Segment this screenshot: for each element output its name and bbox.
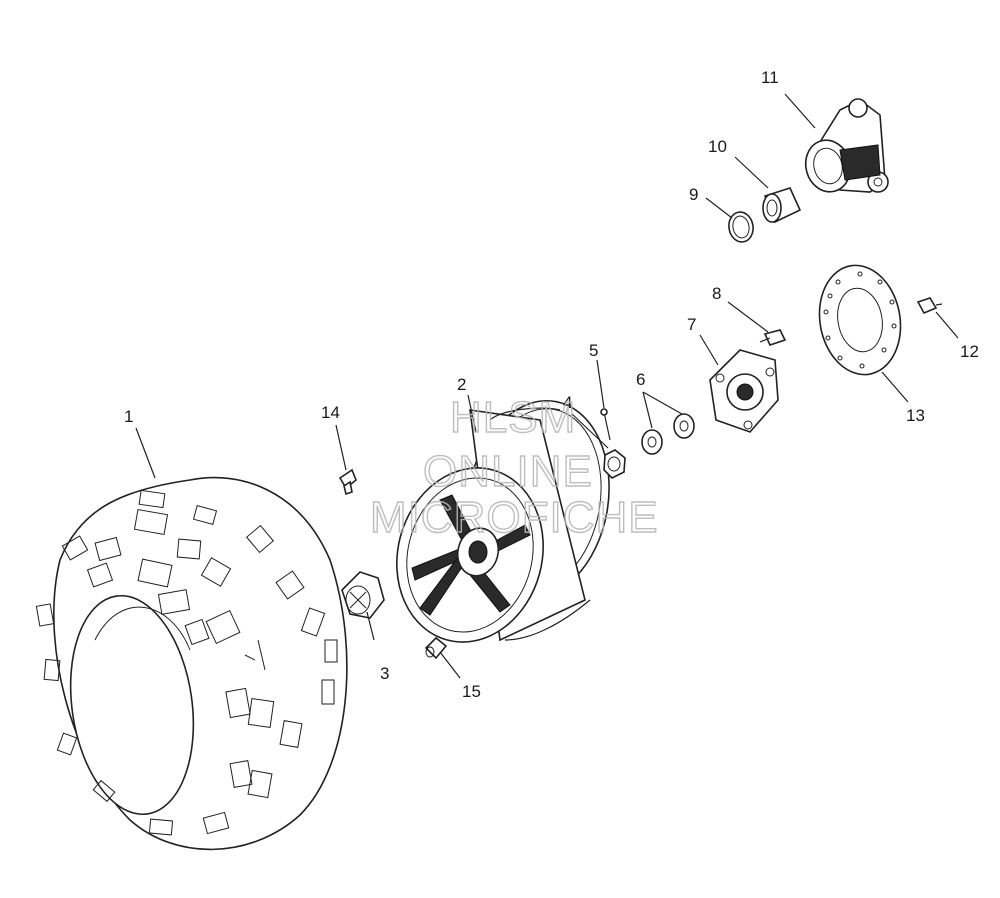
callout-10: 10 <box>708 137 727 156</box>
stud-part <box>424 636 448 660</box>
callout-8: 8 <box>712 284 721 303</box>
knuckle-part <box>804 98 889 193</box>
hub-cap-part <box>341 571 385 619</box>
brake-disc-part <box>818 264 902 376</box>
lug-nut-part <box>603 449 626 479</box>
bolt-upper-part <box>759 329 787 346</box>
callout-4: 4 <box>563 393 572 412</box>
bolt-disc-part <box>916 297 943 315</box>
callout-3: 3 <box>380 664 389 683</box>
callout-6: 6 <box>636 370 645 389</box>
callout-7: 7 <box>687 315 696 334</box>
valve-stem-part <box>338 468 357 496</box>
cotter-pin-part <box>600 408 611 441</box>
retaining-ring-part <box>728 211 754 243</box>
hub-part <box>709 349 779 433</box>
washers-part <box>641 413 695 455</box>
callout-14: 14 <box>321 403 340 422</box>
callouts: 1 2 3 4 5 6 7 8 9 10 11 12 13 14 15 <box>124 68 979 701</box>
watermark: HLSM ONLINE MICROFICHE <box>369 392 659 542</box>
watermark-line-1: HLSM <box>450 393 576 442</box>
callout-2: 2 <box>457 375 466 394</box>
callout-15: 15 <box>462 682 481 701</box>
callout-12: 12 <box>960 342 979 361</box>
leader-lines <box>135 93 959 679</box>
bearing-part <box>762 187 802 224</box>
callout-13: 13 <box>906 406 925 425</box>
callout-5: 5 <box>589 341 598 360</box>
callout-1: 1 <box>124 407 133 426</box>
wheel-rim-part <box>396 399 610 643</box>
watermark-line-2: ONLINE <box>423 447 593 496</box>
watermark-line-3: MICROFICHE <box>370 493 659 542</box>
callout-11: 11 <box>761 68 779 87</box>
tire-part <box>35 476 348 851</box>
callout-9: 9 <box>689 185 698 204</box>
